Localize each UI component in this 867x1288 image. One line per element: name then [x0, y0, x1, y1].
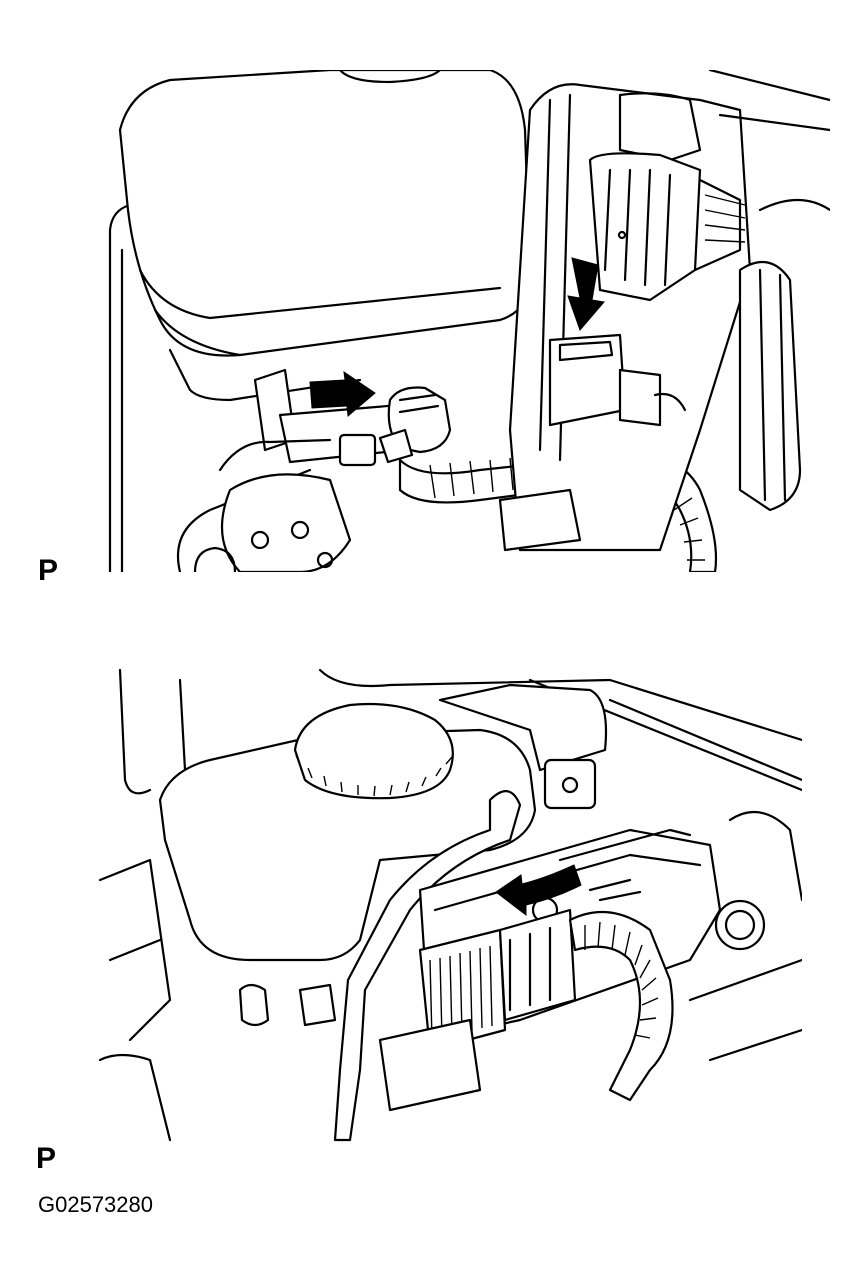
reservoir-tank	[118, 70, 532, 357]
brake-actuator-connector-side-view	[98, 668, 802, 1142]
view-label-bottom: P	[36, 1142, 57, 1175]
reservoir-cap	[293, 702, 454, 800]
illustration-top	[100, 70, 830, 572]
disconnect-arrow-icon	[495, 864, 582, 917]
mounting-bracket	[333, 790, 522, 1142]
reservoir-tank	[158, 728, 537, 962]
figure-code: G02573280	[38, 1192, 153, 1217]
lower-connector	[548, 333, 627, 427]
illustration-bottom	[90, 660, 802, 1160]
upper-connector	[588, 152, 702, 302]
view-label-top: P	[38, 554, 59, 587]
brake-actuator-connector-top-view	[108, 70, 830, 572]
disconnect-arrow-icon	[567, 257, 605, 331]
disconnect-arrow-icon	[309, 370, 376, 417]
